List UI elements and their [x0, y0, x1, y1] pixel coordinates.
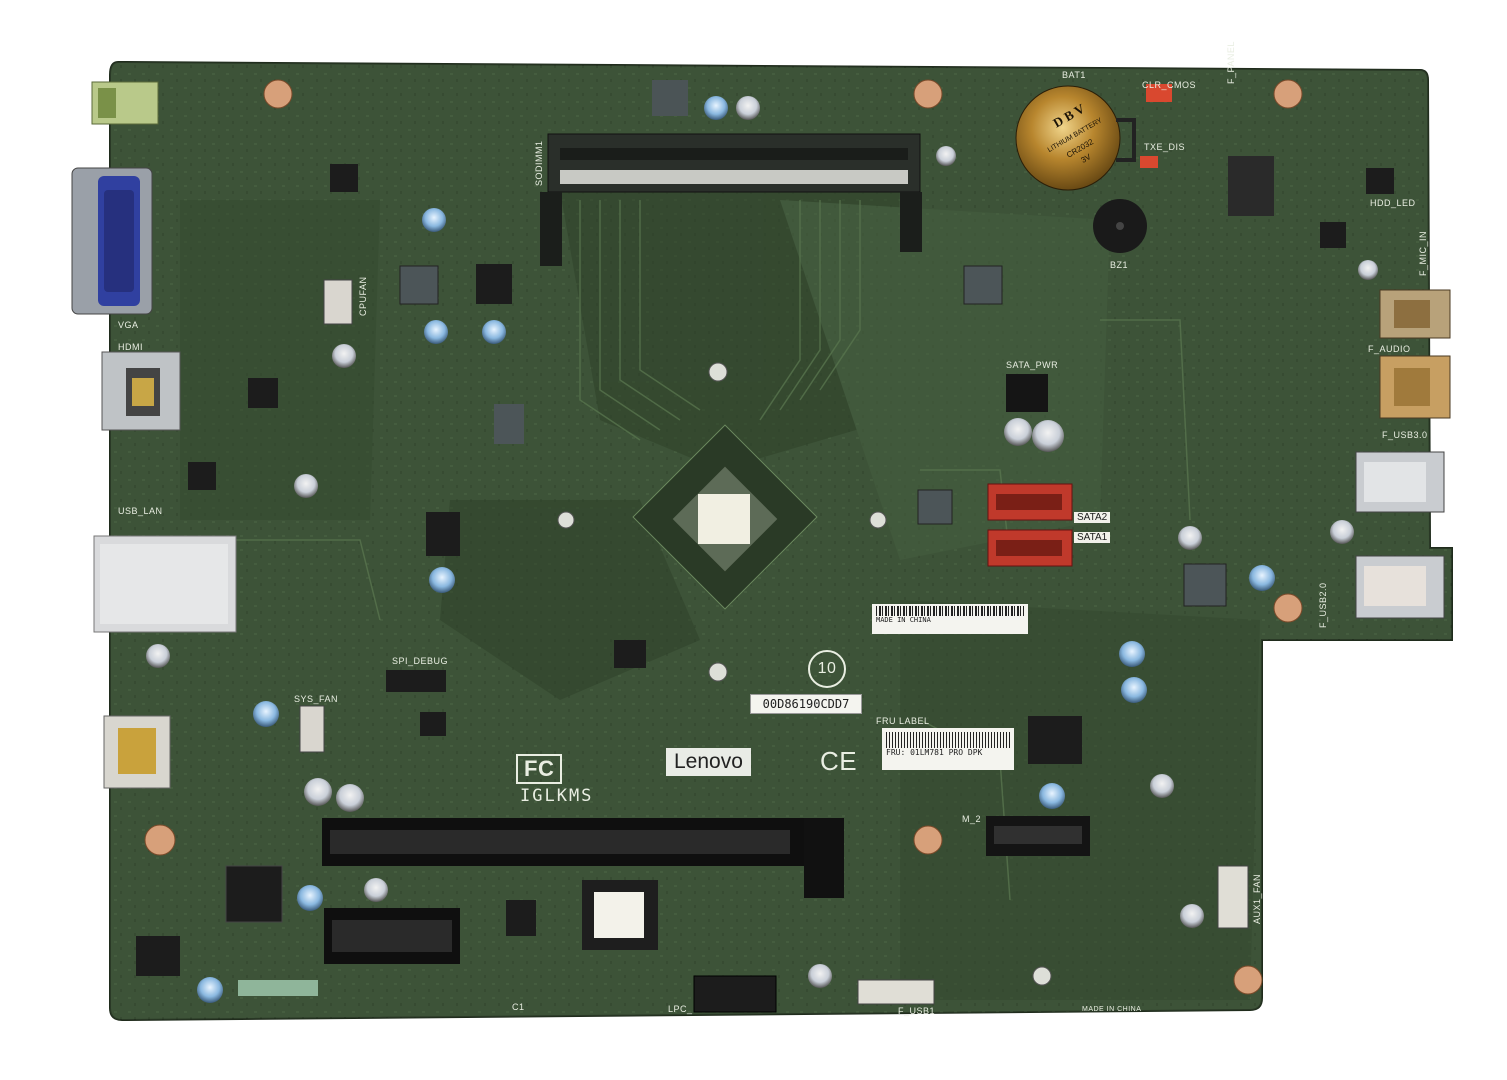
board-model: IGLKMS	[520, 786, 594, 806]
mounting-holes	[144, 79, 1303, 995]
capacitors	[146, 96, 1378, 1003]
pcie-x16-slot	[322, 818, 844, 898]
headers	[238, 84, 1394, 1013]
fru-label-value: FRU: 01LM781 PRO DPK	[886, 748, 983, 757]
usb2-port	[1355, 555, 1445, 619]
lenovo-logo: Lenovo	[666, 748, 751, 776]
audio-jack-green	[91, 81, 159, 125]
dc-power-connector	[103, 715, 171, 789]
audio-jack	[1379, 355, 1451, 419]
sata2-port	[987, 483, 1073, 521]
txe-dis-label: TXE_DIS	[1144, 142, 1186, 152]
c1-label: C1	[512, 1002, 525, 1012]
pcie-x1-slot	[324, 908, 460, 964]
made-in-china-text: MADE IN CHINA	[876, 616, 931, 624]
cpu-fan-label: CPUFAN	[358, 276, 368, 316]
ic-chips	[136, 80, 1346, 976]
sata1-label: SATA1	[1074, 532, 1111, 543]
spi-debug-label: SPI_DEBUG	[392, 656, 449, 666]
m2-label: M_2	[962, 814, 982, 824]
fru-label-title: FRU LABEL	[876, 716, 930, 726]
sodimm-label: SODIMM1	[534, 140, 544, 186]
sata-power-header	[1006, 374, 1048, 412]
rohs-10-logo: 10	[808, 650, 846, 688]
mic-jack	[1379, 289, 1451, 339]
mounting-screws	[557, 362, 1052, 986]
bz1-label: BZ1	[1110, 260, 1129, 270]
clr-cmos-label: CLR_CMOS	[1142, 80, 1197, 90]
aux-fan-label: AUX1_FAN	[1252, 873, 1262, 924]
fru-label: FRU: 01LM781 PRO DPK	[882, 728, 1014, 770]
buzzer	[1093, 199, 1147, 253]
mic-in-label: F_MIC_IN	[1418, 230, 1428, 276]
sata-pwr-label: SATA_PWR	[1006, 360, 1059, 370]
f-usb1-label: F_USB1	[898, 1006, 936, 1016]
cpu-soc	[632, 424, 818, 610]
sata2-label: SATA2	[1074, 512, 1111, 523]
m2-slot	[986, 816, 1090, 856]
serial-barcode-label: MADE IN CHINA	[872, 604, 1028, 634]
sodimm-slot	[540, 133, 922, 266]
vga-connector	[71, 167, 153, 315]
pch-chip	[582, 880, 658, 950]
f-usb3-label: F_USB3.0	[1382, 430, 1428, 440]
hdmi-label: HDMI	[118, 342, 143, 352]
vga-label: VGA	[118, 320, 139, 330]
hdmi-connector	[101, 351, 181, 431]
hdd-led-label: HDD_LED	[1370, 198, 1416, 208]
lpc-label: LPC_	[668, 1004, 693, 1014]
bat1-label: BAT1	[1062, 70, 1086, 80]
f-panel-label: F_PANEL	[1226, 41, 1236, 84]
f-audio-label: F_AUDIO	[1368, 344, 1411, 354]
cmos-battery	[1015, 85, 1136, 191]
made-in-label: MADE IN CHINA	[1082, 1006, 1142, 1013]
serial-number-label: 00D86190CDD7	[750, 694, 862, 714]
f-usb2-label: F_USB2.0	[1318, 582, 1328, 628]
sata1-port	[987, 529, 1073, 567]
sys-fan-label: SYS_FAN	[294, 694, 339, 704]
usb3-port	[1355, 451, 1445, 513]
usb-lan-label: USB_LAN	[118, 506, 163, 516]
fcc-logo: FC	[516, 754, 563, 784]
trace-area	[180, 190, 1260, 1000]
ce-logo: CE	[820, 746, 858, 776]
usb-lan-connector	[93, 535, 237, 633]
